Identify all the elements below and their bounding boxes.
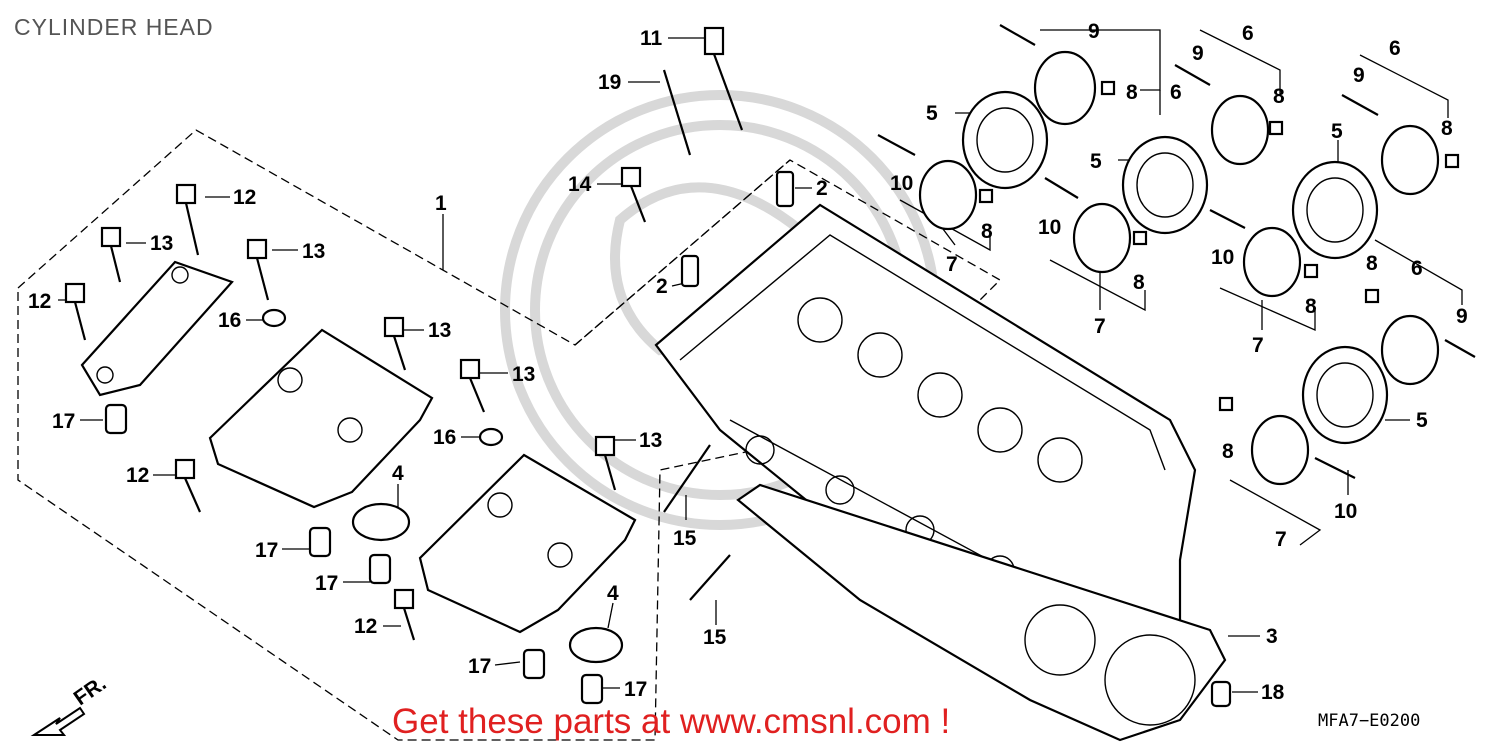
washer-16b bbox=[478, 427, 504, 447]
head-assembly-box bbox=[574, 159, 791, 346]
callout-6a: 6 bbox=[1170, 81, 1182, 104]
callout-12a: 12 bbox=[233, 186, 256, 209]
cam-holder-left bbox=[80, 260, 234, 397]
callout-18: 18 bbox=[1261, 681, 1285, 704]
callout-5c: 5 bbox=[1331, 120, 1343, 143]
callout-3: 3 bbox=[1266, 625, 1278, 648]
callout-2b: 2 bbox=[656, 275, 668, 298]
front-arrow-label: FR. bbox=[70, 672, 111, 710]
callout-16a: 16 bbox=[218, 309, 241, 332]
callout-14: 14 bbox=[568, 173, 592, 196]
callout-13c: 13 bbox=[428, 319, 451, 342]
callout-8a: 8 bbox=[1126, 81, 1138, 104]
callout-9b: 9 bbox=[1192, 42, 1204, 65]
callout-12d: 12 bbox=[354, 615, 377, 638]
callout-4a: 4 bbox=[392, 462, 404, 485]
callout-13b: 13 bbox=[302, 240, 325, 263]
callout-12c: 12 bbox=[126, 464, 149, 487]
callout-7a: 7 bbox=[946, 253, 958, 276]
callout-6b: 6 bbox=[1242, 22, 1254, 45]
callout-2a: 2 bbox=[816, 177, 828, 200]
callout-8f: 8 bbox=[1305, 295, 1317, 318]
callout-17d: 17 bbox=[468, 655, 491, 678]
dowel-pin-17c bbox=[368, 553, 392, 585]
bolts bbox=[64, 24, 1476, 641]
dowel-pin-17a bbox=[104, 403, 128, 435]
band-clamps bbox=[918, 50, 1440, 486]
head-gasket bbox=[736, 483, 1227, 742]
callout-17c: 17 bbox=[315, 572, 338, 595]
callout-13a: 13 bbox=[150, 232, 173, 255]
left-assembly-box bbox=[17, 129, 1002, 741]
callout-1: 1 bbox=[435, 192, 447, 215]
callout-10d: 10 bbox=[1334, 500, 1357, 523]
callout-5b: 5 bbox=[1090, 150, 1102, 173]
callout-8h: 8 bbox=[1222, 440, 1234, 463]
callout-10b: 10 bbox=[1038, 216, 1061, 239]
dowel-pin-17d bbox=[522, 648, 546, 680]
callout-8d: 8 bbox=[1133, 271, 1145, 294]
callout-4b: 4 bbox=[607, 582, 619, 605]
intake-ducts bbox=[961, 90, 1389, 445]
callout-11: 11 bbox=[640, 27, 663, 50]
clamp-nuts bbox=[978, 80, 1460, 412]
diagram-title: CYLINDER HEAD bbox=[14, 14, 214, 40]
callout-15a: 15 bbox=[673, 527, 697, 550]
callout-8g: 8 bbox=[1366, 252, 1378, 275]
callout-17e: 17 bbox=[624, 678, 647, 701]
callout-15b: 15 bbox=[703, 626, 727, 649]
cam-holder-right bbox=[418, 453, 637, 634]
callout-8c: 8 bbox=[1273, 85, 1285, 108]
callout-17a: 17 bbox=[52, 410, 75, 433]
callout-12b: 12 bbox=[28, 290, 51, 313]
callout-7c: 7 bbox=[1252, 334, 1264, 357]
callout-9d: 9 bbox=[1456, 305, 1468, 328]
callout-13e: 13 bbox=[639, 429, 662, 452]
diagram-code: MFA7−E0200 bbox=[1318, 711, 1421, 731]
website-watermark: Get these parts at www.cmsnl.com ! bbox=[392, 702, 951, 741]
callout-6d: 6 bbox=[1411, 257, 1423, 280]
callout-9a: 9 bbox=[1088, 20, 1100, 43]
o-ring-4a bbox=[351, 502, 411, 542]
callout-10a: 10 bbox=[890, 172, 913, 195]
callout-7d: 7 bbox=[1275, 528, 1287, 551]
callout-13d: 13 bbox=[512, 363, 535, 386]
callout-9c: 9 bbox=[1353, 64, 1365, 87]
o-ring-4b bbox=[568, 626, 624, 664]
dowel-pin-17b bbox=[308, 526, 332, 558]
callout-10c: 10 bbox=[1211, 246, 1234, 269]
callout-5d: 5 bbox=[1416, 409, 1428, 432]
front-arrow: FR. bbox=[30, 672, 111, 736]
callout-7b: 7 bbox=[1094, 315, 1106, 338]
callout-19: 19 bbox=[598, 71, 621, 94]
callout-16b: 16 bbox=[433, 426, 456, 449]
cylinder-head bbox=[654, 203, 1197, 642]
callout-17b: 17 bbox=[255, 539, 278, 562]
callout-8e: 8 bbox=[1441, 117, 1453, 140]
callout-labels: 11 19 14 2 2 1 12 13 13 12 16 13 17 13 1… bbox=[28, 20, 1468, 704]
cam-holder-center bbox=[208, 328, 434, 509]
callout-5a: 5 bbox=[926, 102, 938, 125]
dowel-pin-18 bbox=[1210, 680, 1232, 708]
callout-6c: 6 bbox=[1389, 37, 1401, 60]
dowel-pin-17e bbox=[580, 673, 604, 705]
washer-16a bbox=[261, 308, 287, 328]
callout-8b: 8 bbox=[981, 220, 993, 243]
